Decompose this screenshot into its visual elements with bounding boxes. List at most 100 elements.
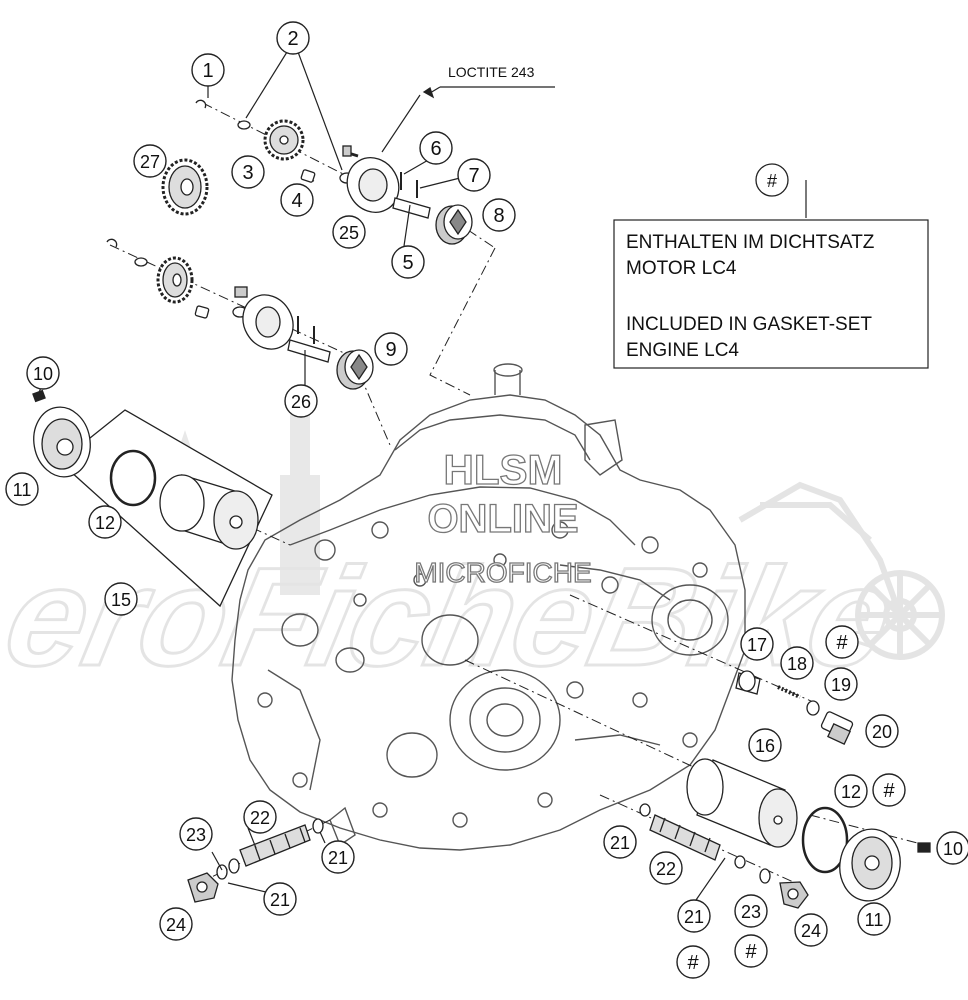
callout-circle — [243, 800, 277, 834]
callout-c9: 9 — [374, 332, 408, 366]
callout-c17: 17 — [740, 627, 774, 661]
callout-c24b: 24 — [794, 913, 828, 947]
oil-filter-left — [32, 389, 273, 608]
callout-circle — [734, 934, 768, 968]
drain-plug-24a — [187, 872, 219, 903]
callout-label: 2 — [287, 28, 298, 50]
oil-filter-16 — [686, 758, 798, 848]
callout-circle — [5, 472, 39, 506]
callout-label: 22 — [250, 808, 270, 828]
callout-circle — [284, 384, 318, 418]
callout-circle — [603, 825, 637, 859]
strainer-left-group — [187, 818, 324, 903]
callout-c25: 25 — [332, 215, 366, 249]
callout-c8: 8 — [482, 198, 516, 232]
callout-label: 23 — [186, 825, 206, 845]
drain-plug-24b — [779, 881, 809, 909]
callout-label: 10 — [943, 839, 963, 859]
callout-circle — [88, 505, 122, 539]
callout-c15: 15 — [104, 582, 138, 616]
callout-circle — [734, 894, 768, 928]
callout-circle — [936, 831, 968, 865]
gasket-note-box — [613, 219, 929, 369]
callout-label: 12 — [95, 513, 115, 533]
callout-c23b: 23 — [734, 894, 768, 928]
callout-c11a: 11 — [5, 472, 39, 506]
circlip-lower — [106, 238, 118, 248]
plug-20 — [820, 711, 854, 746]
callout-label: 22 — [656, 859, 676, 879]
gear-3 — [263, 119, 305, 161]
callout-label: 21 — [610, 833, 630, 853]
gasket-note-line: ENTHALTEN IM DICHTSATZ — [626, 232, 875, 253]
shaft-26 — [287, 339, 331, 363]
callout-circle — [677, 899, 711, 933]
callout-circle — [872, 773, 906, 807]
callout-circle — [159, 907, 193, 941]
callout-circle — [231, 155, 265, 189]
callout-c2: 2 — [276, 21, 310, 55]
callout-circle — [321, 840, 355, 874]
callout-circle — [794, 913, 828, 947]
callout-h2: # — [872, 773, 906, 807]
callout-label: 15 — [111, 590, 131, 610]
callout-label: 4 — [291, 190, 302, 212]
callout-c11b: 11 — [857, 902, 891, 936]
callout-label: 7 — [468, 165, 479, 187]
motorbike-watermark-icon — [738, 481, 945, 660]
callout-circle — [391, 245, 425, 279]
callout-label: 3 — [242, 162, 253, 184]
callout-c19: 19 — [824, 667, 858, 701]
watermark-line1: HLSM — [444, 446, 563, 493]
callout-circle — [191, 53, 225, 87]
filter-cover-11b — [839, 828, 901, 902]
callout-circle — [133, 144, 167, 178]
callout-circle — [332, 215, 366, 249]
callout-label: 5 — [402, 252, 413, 274]
callout-label: 6 — [430, 138, 441, 160]
callout-c5: 5 — [391, 245, 425, 279]
callout-circle — [457, 158, 491, 192]
o-ring-19 — [806, 700, 820, 716]
callout-c10b: 10 — [936, 831, 968, 865]
callout-circle — [865, 714, 899, 748]
brand-watermark-text: AeroFicheBike — [0, 539, 906, 695]
callout-label: 11 — [865, 910, 884, 930]
strainer-22b — [649, 814, 721, 861]
callout-c12b: 12 — [834, 774, 868, 808]
callout-label: 12 — [841, 782, 861, 802]
callout-circle — [263, 882, 297, 916]
right-side-parts — [639, 670, 931, 909]
callout-c12a: 12 — [88, 505, 122, 539]
callout-c21d: 21 — [677, 899, 711, 933]
callout-circle — [374, 332, 408, 366]
callout-c20: 20 — [865, 714, 899, 748]
callout-circle — [26, 356, 60, 390]
callout-c1: 1 — [191, 53, 225, 87]
callout-layer: 1234567891010111112121516171819202121212… — [5, 21, 968, 979]
callout-label: 24 — [801, 921, 821, 941]
callout-c22b: 22 — [649, 851, 683, 885]
gasket-note-line: INCLUDED IN GASKET-SET — [626, 314, 872, 335]
callout-circle — [104, 582, 138, 616]
callout-c16: 16 — [748, 728, 782, 762]
pump-cover-25 — [346, 157, 400, 213]
oil-filter-element — [159, 474, 259, 550]
gasket-note-line: ENGINE LC4 — [626, 340, 739, 361]
leader-lines — [37, 51, 807, 901]
callout-c21c: 21 — [603, 825, 637, 859]
shaft-5 — [392, 197, 431, 219]
callout-label: 9 — [385, 339, 396, 361]
callout-c22a: 22 — [243, 800, 277, 834]
callout-h4: # — [734, 934, 768, 968]
filter-cover-11 — [33, 406, 91, 478]
callout-label: # — [883, 780, 895, 802]
gasket-note: ENTHALTEN IM DICHTSATZ MOTOR LC4 INCLUDE… — [613, 163, 929, 369]
callout-circle — [748, 728, 782, 762]
spring-18 — [777, 685, 801, 699]
callout-label: 20 — [872, 722, 892, 742]
gasket-note-line: MOTOR LC4 — [626, 258, 737, 279]
callout-label: 10 — [33, 364, 53, 384]
callout-label: 21 — [328, 848, 348, 868]
